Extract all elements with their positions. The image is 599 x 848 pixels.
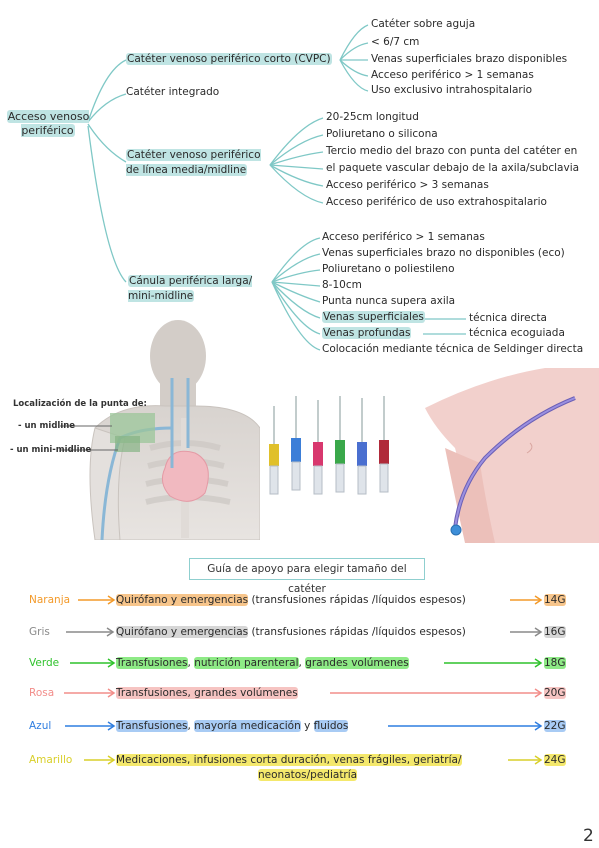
- color-amarillo: Amarillo: [29, 754, 73, 766]
- minimidline-item: Acceso periférico > 1 semanas: [322, 231, 485, 243]
- guide-highlight: mayoría medicación: [194, 720, 301, 732]
- branch-cvpc-label: Catéter venoso periférico corto (CVPC): [126, 53, 332, 65]
- gauge-22g: 22G: [544, 720, 566, 733]
- gauge-label: 22G: [544, 720, 566, 732]
- cvpc-item: < 6/7 cm: [371, 36, 420, 48]
- midline-item: Poliuretano o silicona: [326, 128, 438, 140]
- venas-superficiales-label: Venas superficiales: [322, 311, 425, 323]
- guide-row-azul: Transfusiones, mayoría medicación y flui…: [116, 720, 349, 733]
- guide-highlight: Transfusiones: [116, 720, 188, 732]
- branch-cvpc: Catéter venoso periférico corto (CVPC): [126, 53, 332, 66]
- guide-text: ,: [298, 657, 306, 669]
- gauge-label: 14G: [544, 594, 566, 606]
- midline-item: Acceso periférico de uso extrahospitalar…: [326, 196, 547, 208]
- guide-highlight: Quirófano y emergencias: [116, 626, 249, 638]
- branch-integrado: Catéter integrado: [126, 86, 219, 99]
- gauge-18g: 18G: [544, 657, 566, 670]
- guide-row-amarillo: Medicaciones, infusiones corta duración,…: [116, 754, 462, 767]
- gauge-24g: 24G: [544, 754, 566, 767]
- arm-illustration: [425, 368, 599, 543]
- minimidline-item: Venas superficiales: [322, 311, 425, 324]
- technique-direct: técnica directa: [469, 312, 547, 324]
- technique-echo: técnica ecoguiada: [469, 327, 565, 339]
- midline-item: Tercio medio del brazo con punta del cat…: [326, 145, 578, 157]
- guide-highlight: Quirófano y emergencias: [116, 594, 249, 606]
- minimidline-item: Colocación mediante técnica de Seldinger…: [322, 343, 584, 355]
- gauge-label: 20G: [544, 687, 566, 699]
- tip-minimidline: - un mini-midline: [10, 445, 92, 455]
- gauge-16g: 16G: [544, 626, 566, 639]
- guide-text: ,: [187, 657, 195, 669]
- venas-profundas-label: Venas profundas: [322, 327, 412, 339]
- cvpc-item: Venas superficiales brazo disponibles: [371, 53, 568, 65]
- guide-text: (transfusiones rápidas /líquidos espesos…: [248, 626, 466, 638]
- guide-highlight: nutrición parenteral: [194, 657, 299, 669]
- tip-midline: - un midline: [18, 421, 76, 431]
- midline-item: el paquete vascular debajo de la axila/s…: [326, 162, 580, 174]
- color-verde: Verde: [29, 657, 60, 669]
- tip-title: Localización de la punta de:: [13, 399, 147, 409]
- guide-row-rosa: Transfusiones, grandes volúmenes: [116, 687, 298, 700]
- color-azul: Azul: [29, 720, 52, 732]
- guide-row-amarillo-line2: neonatos/pediatría: [258, 769, 358, 782]
- torso-illustration: [60, 320, 260, 540]
- minimidline-item: Venas profundas: [322, 327, 412, 340]
- guide-highlight: Transfusiones: [116, 657, 188, 669]
- guide-highlight: Medicaciones, infusiones corta duración,…: [116, 754, 462, 766]
- guide-row-verde: Transfusiones, nutrición parenteral, gra…: [116, 657, 409, 670]
- guide-text: (transfusiones rápidas /líquidos espesos…: [248, 594, 466, 606]
- guide-highlight: fluidos: [313, 720, 349, 732]
- midline-item: Acceso periférico > 3 semanas: [326, 179, 489, 191]
- branch-minimidline: Cánula periférica larga/ mini-midline: [128, 274, 273, 304]
- minimidline-item: 8-10cm: [322, 279, 362, 291]
- guide-text: ,: [187, 720, 195, 732]
- gauge-label: 18G: [544, 657, 566, 669]
- cvpc-item: Acceso periférico > 1 semanas: [371, 69, 534, 81]
- guide-text: y: [300, 720, 314, 732]
- cvpc-item: Catéter sobre aguja: [371, 18, 476, 30]
- guide-title: Guía de apoyo para elegir tamaño del cat…: [189, 558, 425, 595]
- guide-highlight: neonatos/pediatría: [258, 769, 358, 781]
- branch-midline: Catéter venoso periférico de línea media…: [126, 148, 276, 178]
- midline-item: 20-25cm longitud: [326, 111, 419, 123]
- guide-row-naranja: Quirófano y emergencias (transfusiones r…: [116, 594, 466, 607]
- color-naranja: Naranja: [29, 594, 71, 606]
- guide-highlight: grandes volúmenes: [305, 657, 409, 669]
- color-gris: Gris: [29, 626, 50, 638]
- cvpc-item: Uso exclusivo intrahospitalario: [371, 84, 533, 96]
- gauge-20g: 20G: [544, 687, 566, 700]
- minimidline-item: Poliuretano o poliestileno: [322, 263, 455, 275]
- guide-highlight: Transfusiones, grandes volúmenes: [116, 687, 298, 699]
- guide-row-gris: Quirófano y emergencias (transfusiones r…: [116, 626, 466, 639]
- root-topic: Acceso venoso periférico: [3, 110, 93, 138]
- minimidline-item: Punta nunca supera axila: [322, 295, 456, 307]
- color-rosa: Rosa: [29, 687, 55, 699]
- gauge-14g: 14G: [544, 594, 566, 607]
- page-number: 2: [583, 826, 594, 846]
- gauge-label: 16G: [544, 626, 566, 638]
- gauge-label: 24G: [544, 754, 566, 766]
- minimidline-item: Venas superficiales brazo no disponibles…: [322, 247, 565, 259]
- catheters-illustration: [269, 396, 389, 495]
- branch-integrado-label: Catéter integrado: [126, 86, 220, 98]
